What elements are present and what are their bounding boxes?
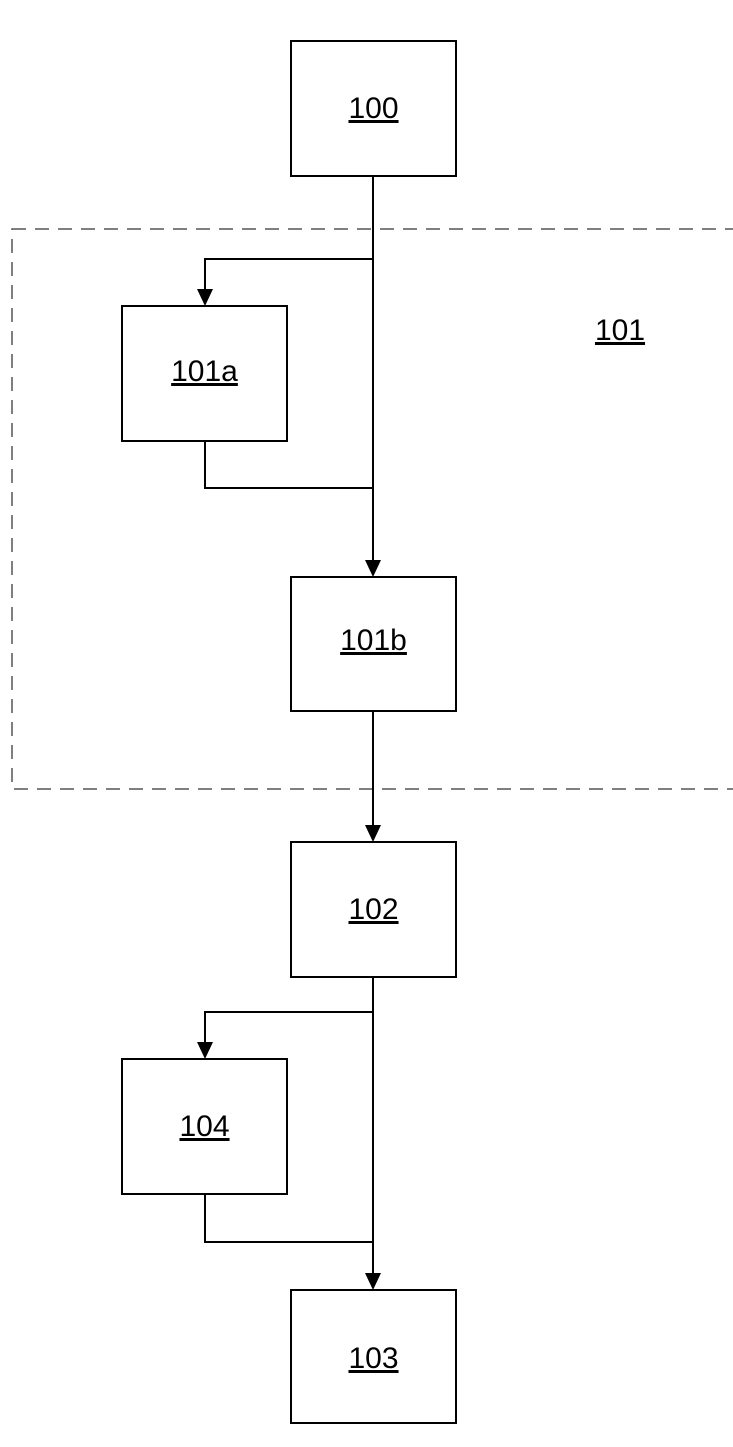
arrowhead-into-101a (197, 289, 213, 306)
block-104-label: 104 (179, 1110, 229, 1143)
block-101a-label: 101a (171, 355, 238, 388)
arrowhead-into-103 (365, 1273, 381, 1290)
block-101b-label: 101b (340, 624, 407, 657)
arrowhead-into-102 (365, 825, 381, 842)
arrowhead-into-101b (365, 560, 381, 577)
arrowhead-into-104 (197, 1042, 213, 1059)
wire-return-from-101a (205, 441, 373, 488)
block-101b: 101b (291, 577, 456, 711)
block-100-label: 100 (348, 92, 398, 125)
wire-branch-to-101a (205, 259, 373, 292)
block-101a: 101a (122, 306, 287, 441)
wire-return-from-104 (205, 1194, 373, 1242)
block-103: 103 (291, 1290, 456, 1423)
block-104: 104 (122, 1059, 287, 1194)
wire-branch-to-104 (205, 1012, 373, 1045)
block-103-label: 103 (348, 1342, 398, 1375)
block-102-label: 102 (348, 893, 398, 926)
block-102: 102 (291, 842, 456, 977)
group-101-label: 101 (595, 314, 645, 347)
block-100: 100 (291, 41, 456, 176)
